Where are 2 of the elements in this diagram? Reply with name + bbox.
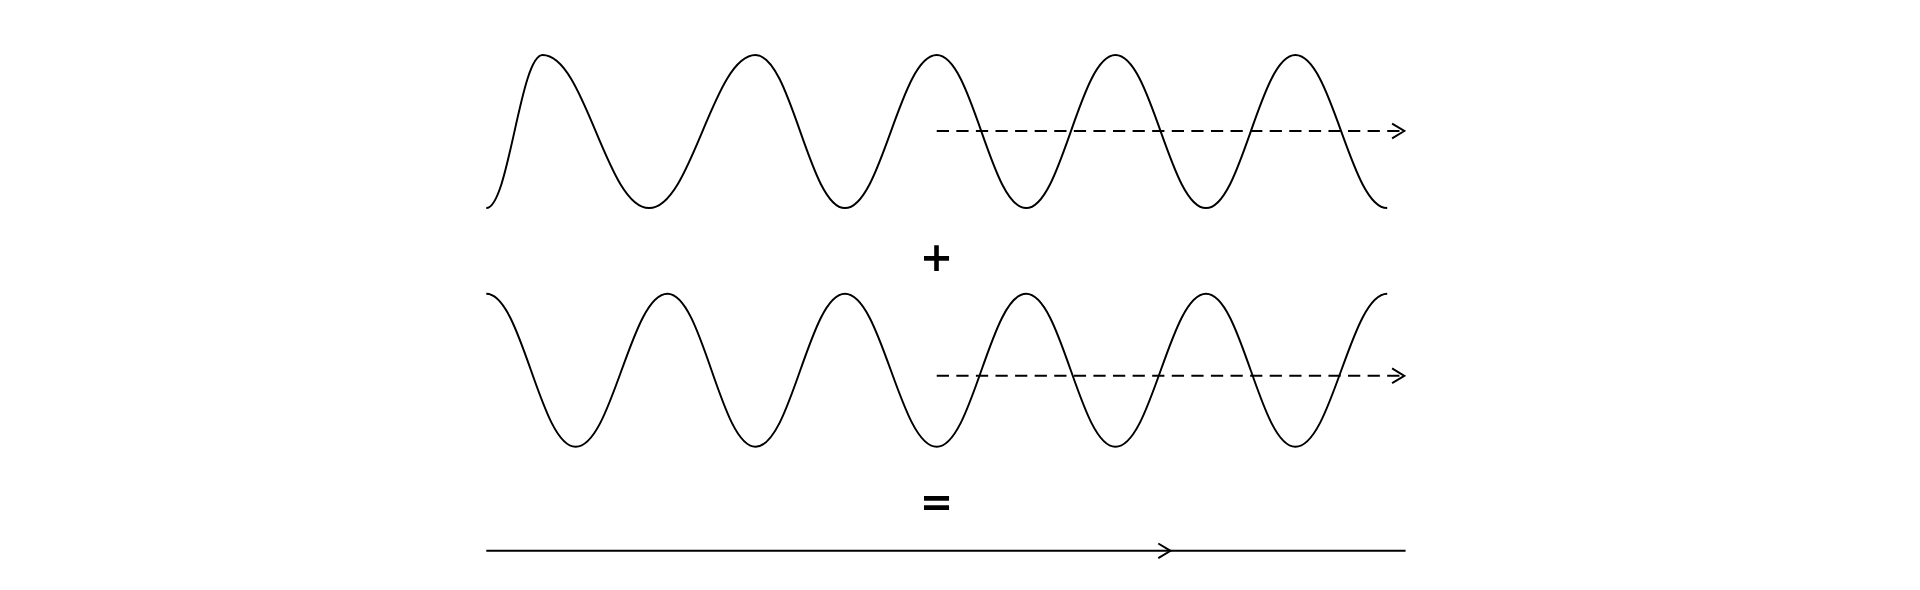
- math-symbol: +: [919, 237, 954, 278]
- math-symbol: =: [919, 482, 954, 523]
